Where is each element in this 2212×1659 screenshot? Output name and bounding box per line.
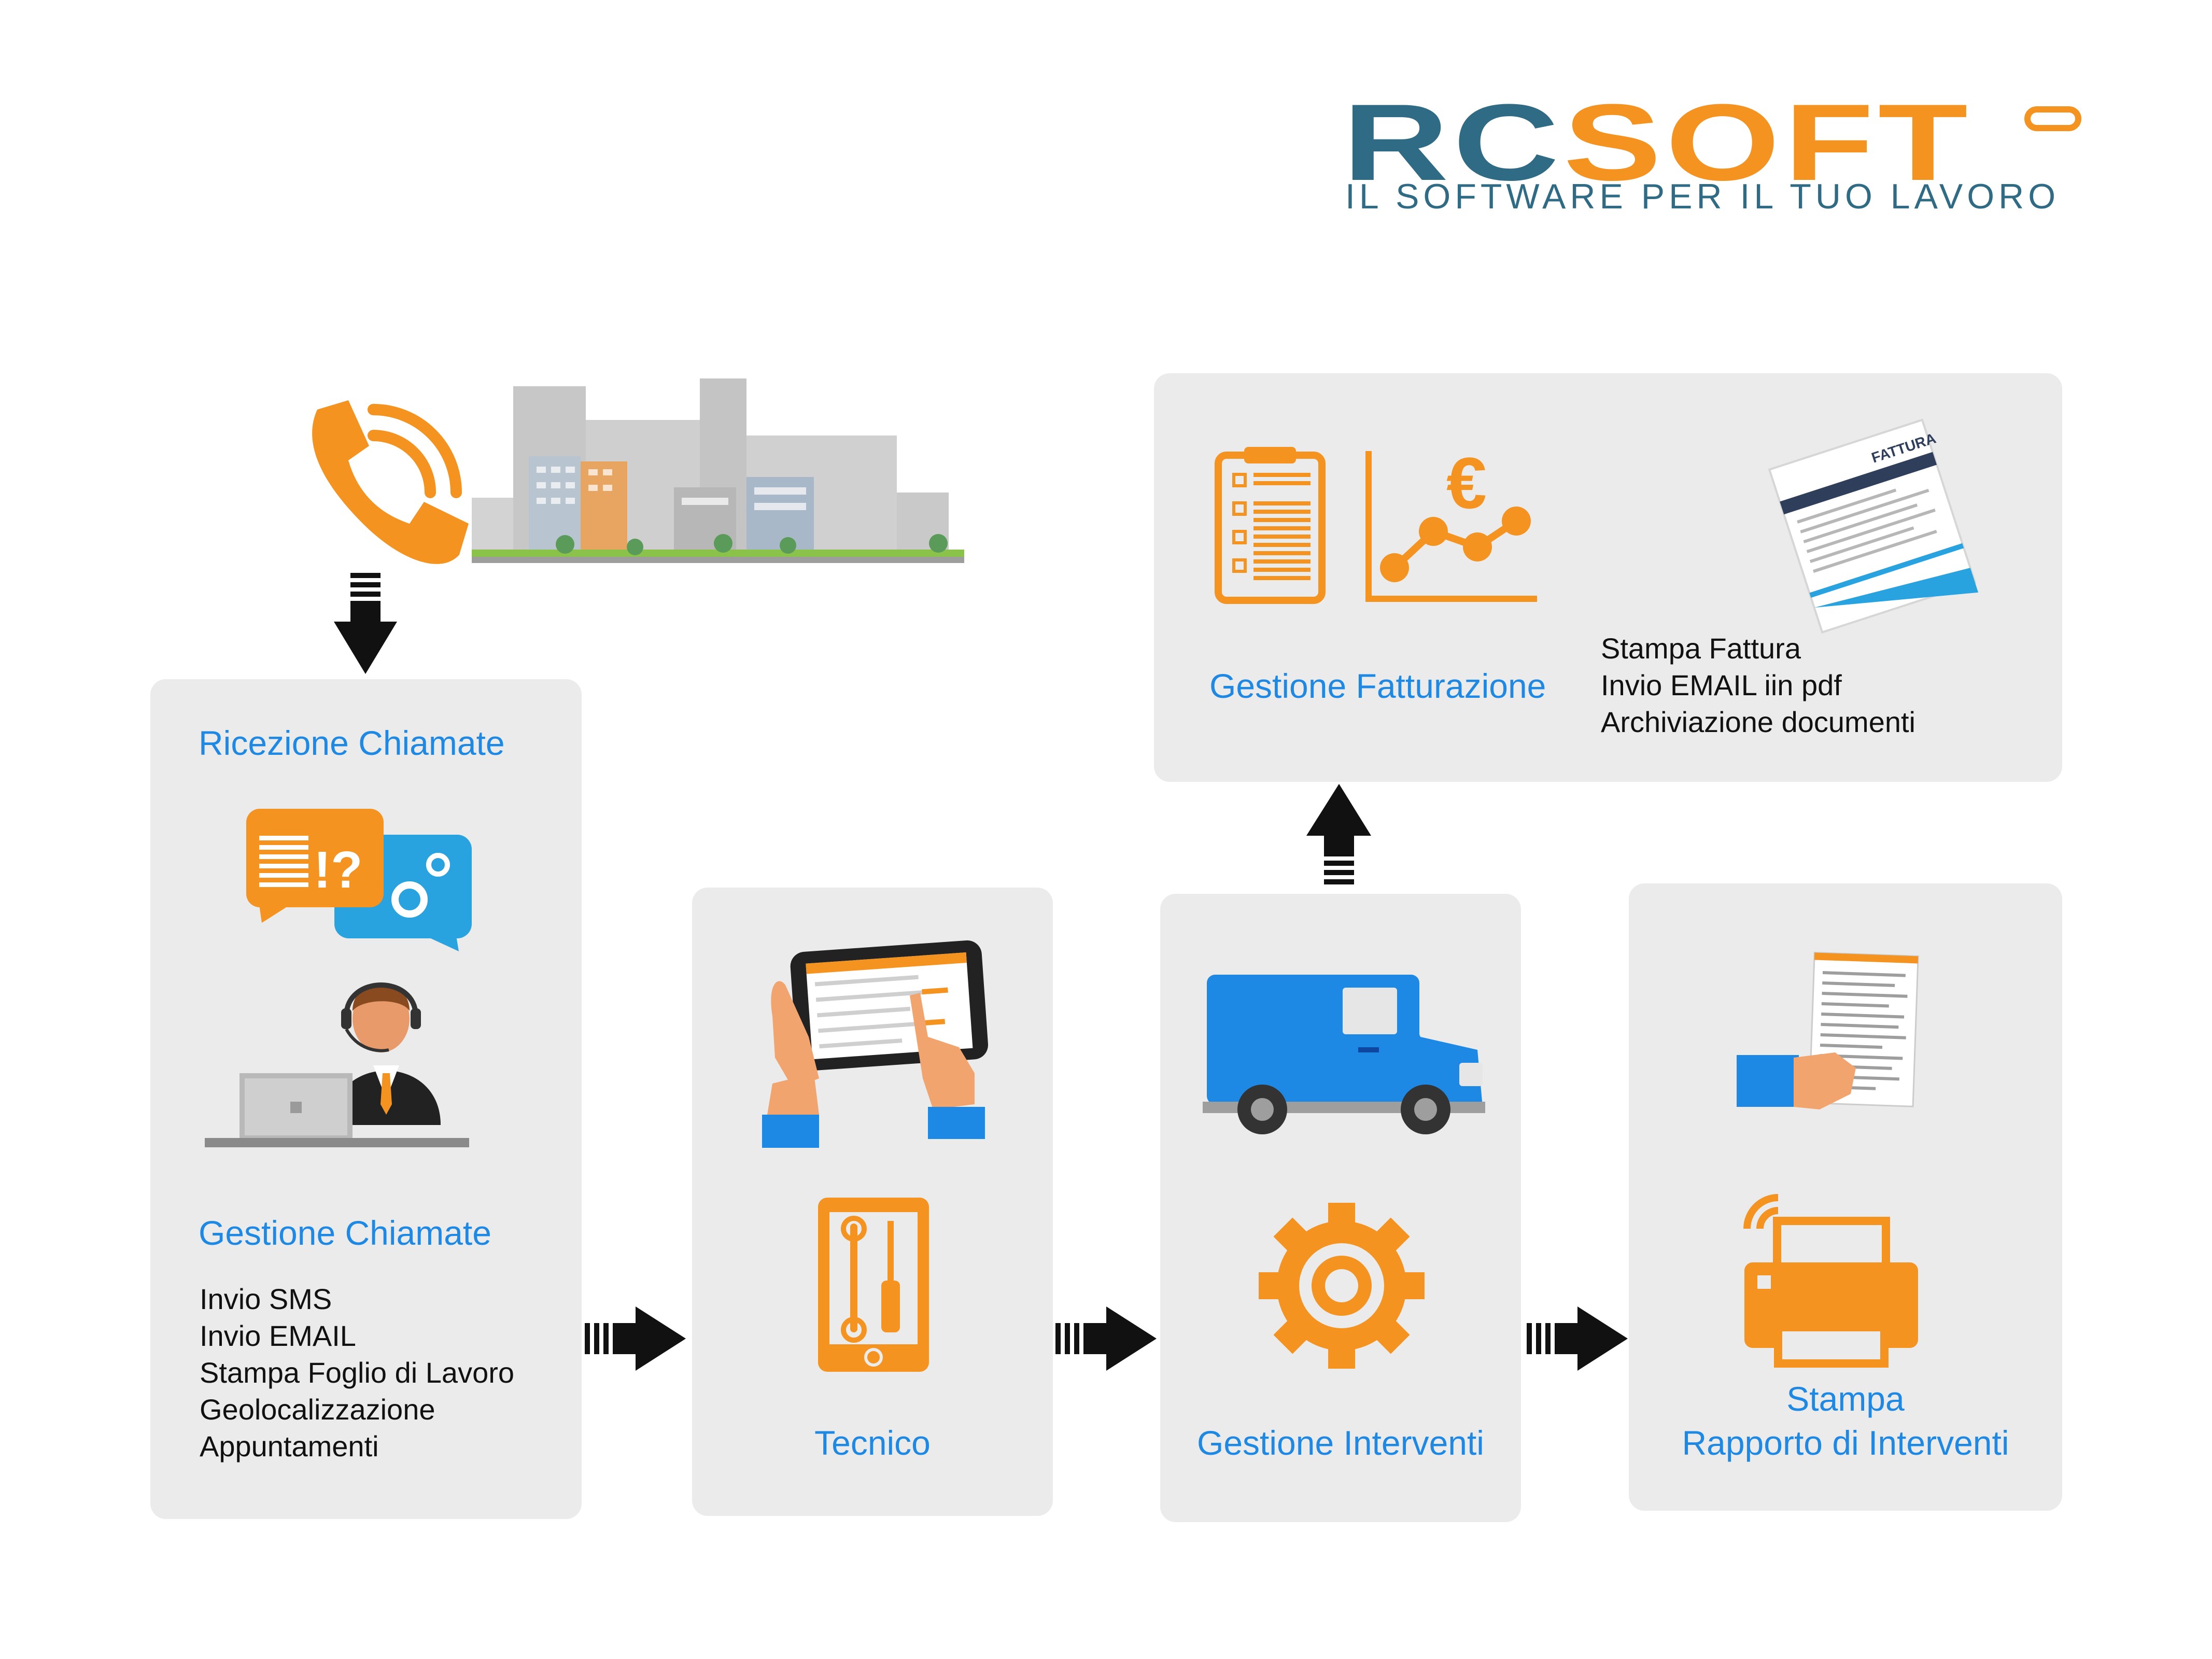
gestione-chiamate-title: Gestione Chiamate	[199, 1214, 491, 1252]
stampa-title-line1: Stampa	[1786, 1380, 1905, 1418]
panel-stampa	[1629, 883, 2062, 1511]
feature-item: Stampa Fattura	[1601, 632, 1801, 665]
fatturazione-title: Gestione Fatturazione	[1209, 667, 1546, 705]
feature-item: Archiviazione documenti	[1601, 706, 1915, 738]
wireless-printer-icon	[1743, 1194, 1918, 1368]
report-handover-icon	[1737, 951, 1919, 1109]
arrow-right-icon	[1055, 1306, 1157, 1371]
feature-item: Stampa Foglio di Lavoro	[200, 1356, 515, 1389]
feature-item: Invio EMAIL iin pdf	[1601, 669, 1842, 701]
invoice-document-icon: FATTURA	[1768, 418, 1979, 634]
svg-text:€: €	[1446, 442, 1487, 524]
interventi-title: Gestione Interventi	[1197, 1424, 1484, 1462]
arrow-down-icon	[334, 573, 397, 674]
logo-tagline: IL SOFTWARE PER IL TUO LAVORO	[1345, 177, 2060, 216]
phone-icon	[312, 400, 469, 564]
arrow-up-icon	[1306, 784, 1371, 884]
tablet-hands-icon	[762, 940, 989, 1148]
smartphone-tools-icon	[818, 1198, 929, 1372]
svg-text:!?: !?	[314, 841, 362, 899]
chat-bubbles-icon: !?	[246, 809, 472, 951]
ricezione-title: Ricezione Chiamate	[199, 724, 505, 762]
tecnico-title: Tecnico	[814, 1424, 931, 1462]
feature-item: Geolocalizzazione	[200, 1393, 435, 1426]
arrow-right-icon	[585, 1306, 686, 1371]
logo-part-rc: RC	[1343, 81, 1563, 203]
city-skyline-icon	[472, 378, 964, 563]
feature-item: Appuntamenti	[200, 1430, 379, 1463]
checklist-clipboard-icon	[1215, 447, 1326, 604]
delivery-van-icon	[1203, 975, 1485, 1134]
feature-item: Invio SMS	[200, 1283, 332, 1315]
gear-icon	[1259, 1203, 1425, 1369]
fatturazione-features-list: Stampa Fattura Invio EMAIL iin pdf Archi…	[1601, 630, 1915, 740]
stampa-title-line2: Rapporto di Interventi	[1682, 1424, 2009, 1462]
registered-mark-icon	[2024, 106, 2081, 131]
call-center-operator-icon	[205, 982, 469, 1147]
feature-item: Invio EMAIL	[200, 1319, 356, 1352]
euro-chart-icon: €	[1365, 442, 1537, 602]
ricezione-features-list: Invio SMS Invio EMAIL Stampa Foglio di L…	[200, 1281, 514, 1465]
logo-wordmark: RCSOFT	[1343, 88, 1972, 197]
arrow-right-icon	[1527, 1306, 1628, 1371]
logo-part-soft: SOFT	[1563, 81, 1973, 203]
